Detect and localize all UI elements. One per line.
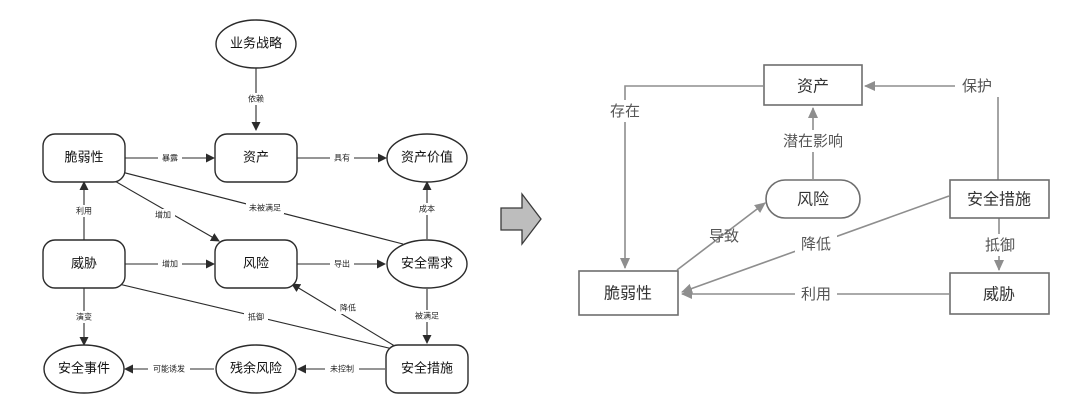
label-has: 具有 [334, 153, 350, 163]
node-residual-risk [215, 344, 297, 394]
right-edge-labels: 存在 保护 潜在影响 导致 降低 抵御 利用 [603, 75, 1021, 305]
label-derive: 导出 [334, 259, 350, 269]
node-security-measure [385, 344, 469, 394]
node-threat-label: 威胁 [983, 285, 1015, 304]
right-diagram: 存在 保护 潜在影响 导致 降低 抵御 利用 资产 风险 安全措施 脆弱性 威胁 [578, 64, 1050, 316]
edge-vuln-risk [105, 175, 220, 242]
label-depend: 依赖 [248, 94, 264, 104]
node-security-incident-label: 安全事件 [58, 361, 110, 377]
node-threat [42, 239, 126, 289]
node-asset-label: 资产 [797, 77, 829, 96]
label-increase-vuln: 增加 [155, 210, 171, 220]
label-protect: 保护 [962, 77, 992, 95]
node-security-measure-label: 安全措施 [967, 190, 1031, 209]
node-residual-risk-label: 残余风险 [230, 361, 282, 377]
left-edge-labels: 依赖 暴露 具有 未被满足 利用 增加 成本 增加 导出 演变 抵御 降低 被满… [72, 93, 444, 375]
label-unsatisfied: 未被满足 [249, 203, 281, 213]
node-security-measure-label: 安全措施 [401, 361, 453, 377]
node-security-incident [43, 344, 125, 394]
label-resist: 抵御 [248, 312, 264, 322]
node-risk-label: 风险 [797, 190, 829, 209]
node-risk [765, 179, 861, 219]
label-exist: 存在 [610, 102, 640, 120]
left-edges [79, 68, 432, 374]
node-risk-label: 风险 [243, 257, 269, 272]
label-resist: 抵御 [985, 236, 1015, 254]
node-asset [763, 64, 863, 106]
node-vulnerability-label: 脆弱性 [604, 284, 652, 303]
label-use: 利用 [76, 206, 92, 216]
node-risk [214, 239, 298, 289]
transition-arrow-icon [500, 192, 542, 246]
node-asset-value [386, 133, 468, 183]
label-use: 利用 [801, 285, 831, 303]
label-increase-threat: 增加 [162, 259, 178, 269]
node-vulnerability-label: 脆弱性 [64, 150, 103, 166]
right-nodes: 资产 风险 安全措施 脆弱性 威胁 [578, 64, 1050, 316]
node-threat-label: 威胁 [71, 257, 97, 272]
node-asset-label: 资产 [243, 151, 269, 166]
node-asset [214, 133, 298, 183]
label-reduce: 降低 [340, 303, 356, 313]
node-vulnerability [42, 133, 126, 183]
node-business-strategy-label: 业务战略 [230, 36, 282, 52]
label-uncontrolled: 未控制 [330, 364, 354, 374]
node-asset-value-label: 资产价值 [401, 150, 453, 166]
label-may-induce: 可能诱发 [153, 364, 185, 374]
label-cost: 成本 [419, 204, 435, 214]
node-vulnerability [578, 270, 679, 316]
label-reduce: 降低 [801, 235, 831, 253]
node-security-measure [949, 179, 1050, 219]
node-security-requirement-label: 安全需求 [401, 256, 453, 272]
left-nodes: 业务战略 脆弱性 资产 资产价值 威胁 风险 安全需求 安全事件 残余风险 安全… [42, 19, 469, 394]
label-expose: 暴露 [162, 154, 178, 163]
label-potential-impact: 潜在影响 [783, 132, 843, 150]
edge-measure-risk [291, 283, 399, 349]
edge-asset-vuln [620, 85, 763, 269]
left-diagram: 依赖 暴露 具有 未被满足 利用 增加 成本 增加 导出 演变 抵御 降低 被满… [42, 19, 469, 394]
label-satisfied: 被满足 [415, 311, 439, 321]
edge-vuln-risk [676, 202, 766, 271]
node-security-requirement [386, 239, 468, 289]
node-business-strategy [215, 19, 297, 69]
label-lead-to: 导致 [709, 227, 739, 245]
node-threat [949, 272, 1050, 315]
edge-measure-asset [864, 81, 999, 180]
label-evolve: 演变 [76, 312, 92, 322]
